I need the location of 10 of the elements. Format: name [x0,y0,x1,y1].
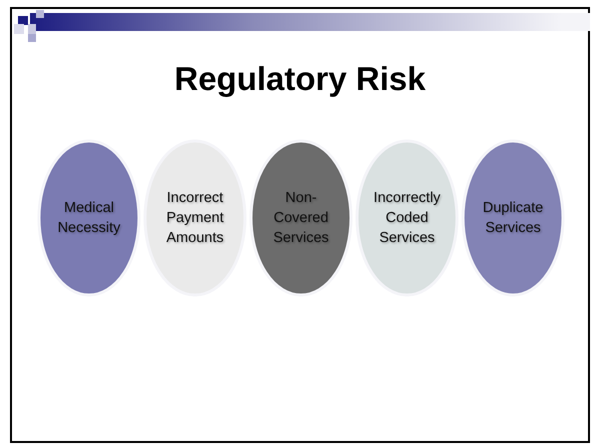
ellipse-node [37,138,141,298]
node-label: Duplicate Services [482,199,544,238]
ellipse-node [461,138,565,298]
node-label: Incorrect Payment Amounts [165,189,225,248]
ellipse-node [355,138,459,298]
ellipse-node [249,138,353,298]
slide-title: Regulatory Risk [173,60,427,98]
node-label: Incorrectly Coded Services [372,189,442,248]
node-label: Medical Necessity [56,199,122,238]
node-label: Non-Covered Services [272,189,330,248]
